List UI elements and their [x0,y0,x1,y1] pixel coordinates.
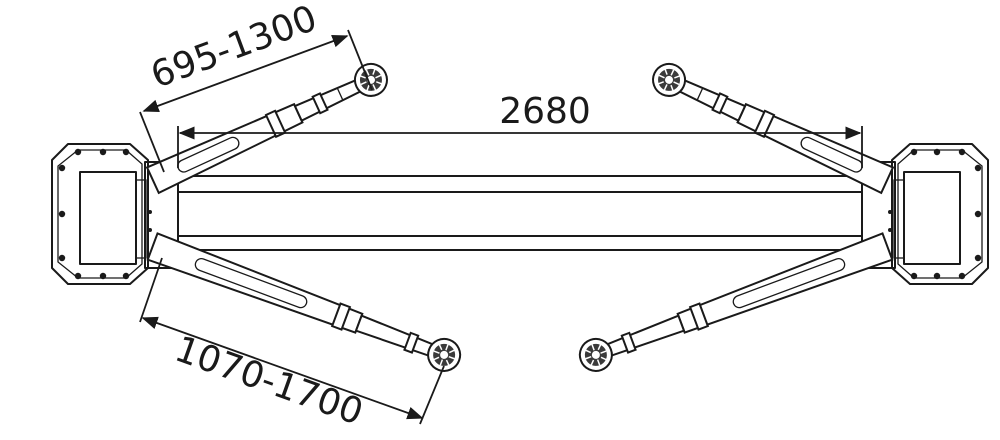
arm-bottom-right [574,232,894,377]
left-column-base [51,143,149,285]
dimension-bottom-arm-label: 1070-1700 [170,329,369,434]
dimension-top-arm-label: 695-1300 [146,0,323,97]
cross-beam [177,175,863,251]
right-column-base [891,143,989,285]
dimension-span-label: 2680 [499,91,591,132]
arm-top-right [646,57,895,195]
dimension-span: 2680 [177,91,863,168]
